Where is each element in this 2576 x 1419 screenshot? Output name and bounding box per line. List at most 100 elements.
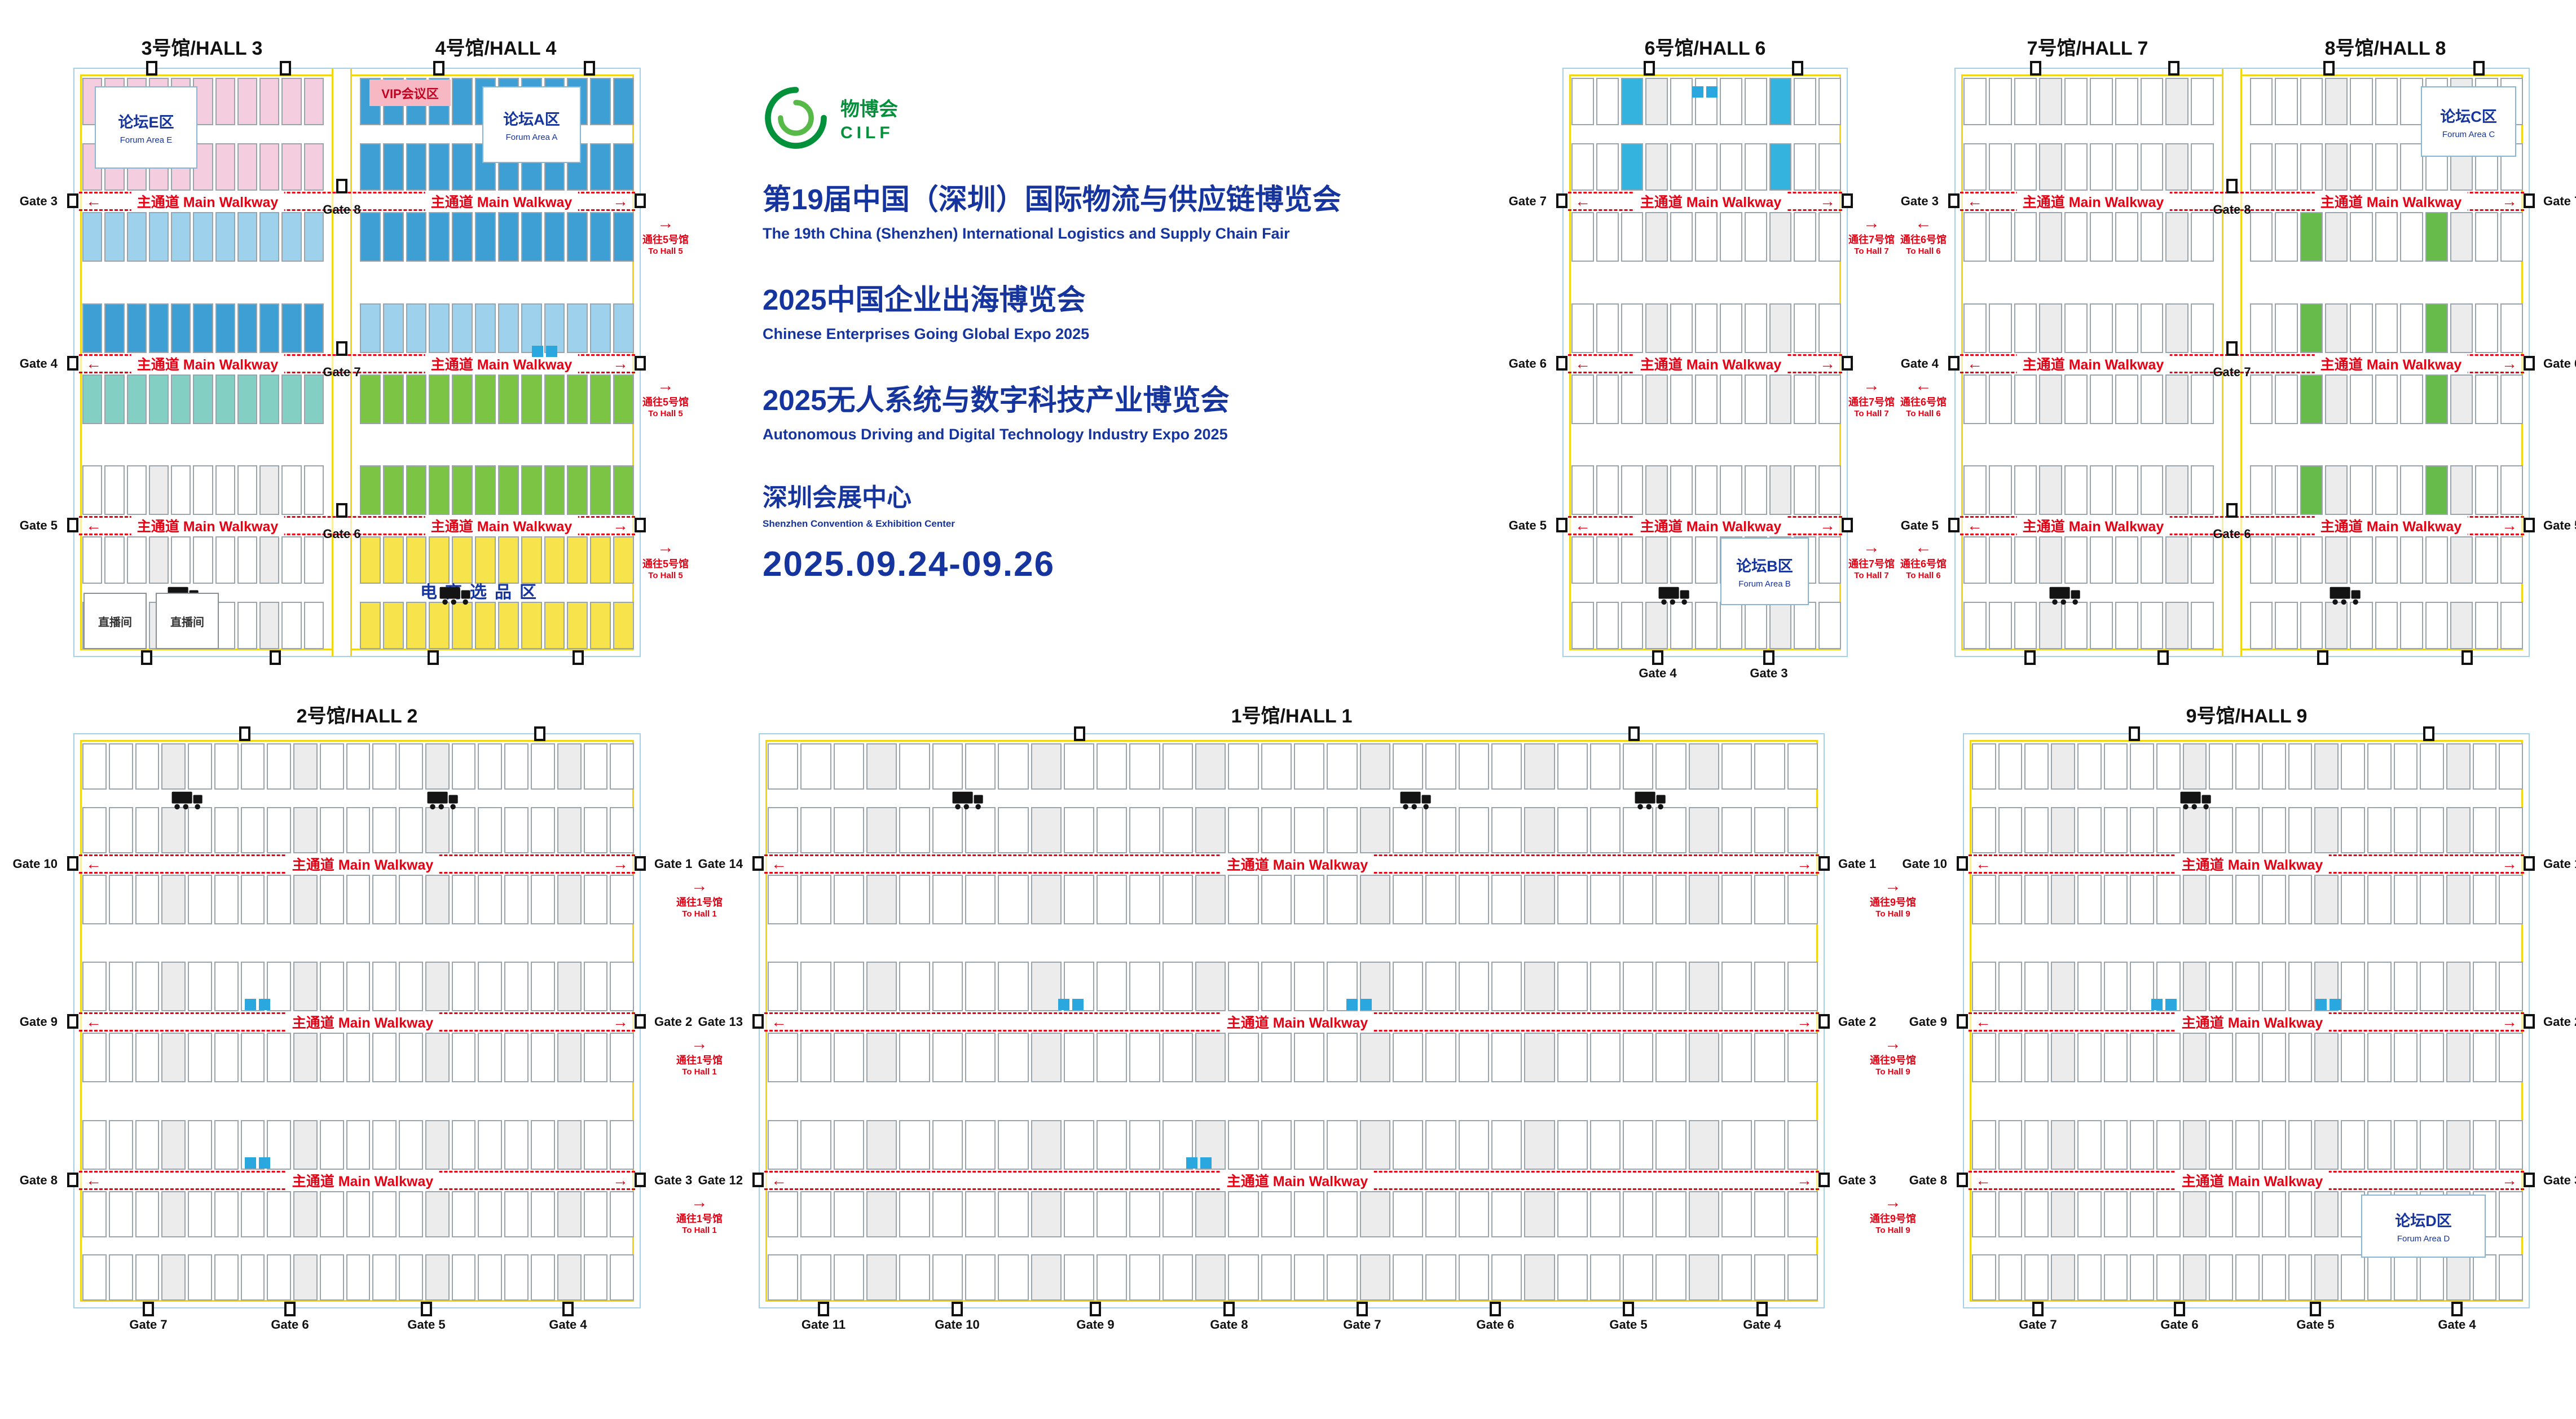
- booth: [1195, 875, 1226, 924]
- walkway-arrow-right-icon: →: [613, 855, 628, 872]
- booth: [1596, 303, 1619, 353]
- booth: [2024, 1254, 2049, 1301]
- gate-door-icon: [1842, 518, 1853, 532]
- walkway-arrow-left-icon: ←: [771, 855, 787, 872]
- booth: [214, 1033, 239, 1082]
- h3-title: 3号馆/HALL 3: [141, 38, 263, 59]
- gate-door-icon: [2168, 61, 2179, 76]
- booth: [1063, 1120, 1095, 1170]
- booth: [590, 465, 611, 515]
- booth: [1359, 1254, 1390, 1301]
- booth: [1327, 743, 1358, 790]
- booth: [1744, 143, 1767, 191]
- booth: [1754, 743, 1785, 790]
- walkway-arrow-left-icon: ←: [86, 517, 102, 534]
- booth-row: [360, 303, 634, 353]
- gate-door-icon: [2310, 1302, 2321, 1316]
- booth: [1998, 1191, 2023, 1237]
- booth: [429, 602, 450, 649]
- booth: [2024, 743, 2049, 790]
- booth: [135, 962, 160, 1011]
- forum-area-cn: 论坛A区: [503, 111, 560, 128]
- booth: [475, 303, 496, 353]
- booth: [1769, 602, 1792, 649]
- booth: [171, 536, 191, 584]
- booth: [2393, 1033, 2418, 1082]
- booth-row: [2250, 374, 2523, 424]
- booth: [425, 962, 450, 1011]
- booth: [1963, 536, 1987, 584]
- booth: [1754, 807, 1785, 853]
- booth: [382, 602, 404, 649]
- booth: [382, 374, 404, 424]
- connector-label-cn: 通往5号馆: [642, 396, 689, 408]
- booth: [2261, 1033, 2286, 1082]
- booth: [360, 143, 381, 191]
- live-stream-room: 直播间: [83, 593, 147, 649]
- booth: [451, 807, 476, 853]
- booth: [2165, 536, 2189, 584]
- booth: [2375, 374, 2398, 424]
- booth: [126, 303, 147, 353]
- connector-label-en: To Hall 6: [1906, 571, 1941, 580]
- booth: [215, 374, 235, 424]
- booth: [2077, 807, 2102, 853]
- booth: [2103, 743, 2128, 790]
- gate-label: Gate 4: [1639, 666, 1677, 680]
- booth: [1031, 962, 1062, 1011]
- booth: [1754, 875, 1785, 924]
- booth: [372, 875, 397, 924]
- booth: [1228, 875, 1259, 924]
- booth-row: [82, 465, 324, 515]
- booth: [451, 1254, 476, 1301]
- booth: [521, 602, 542, 649]
- booth: [1818, 143, 1841, 191]
- booth: [1721, 962, 1752, 1011]
- booth: [2275, 303, 2298, 353]
- booth: [965, 1120, 996, 1170]
- main-walkway-label: 主通道 Main Walkway: [2016, 191, 2170, 211]
- booth: [281, 303, 302, 353]
- booth: [1458, 1120, 1489, 1170]
- gate-door-icon: [2024, 650, 2036, 665]
- booth: [2288, 1254, 2313, 1301]
- booth: [1327, 1120, 1358, 1170]
- main-walkway: ←→主通道 Main Walkway: [1969, 1170, 2524, 1191]
- booth: [2275, 602, 2298, 649]
- connector-label-en: To Hall 9: [1875, 1067, 1910, 1077]
- booth: [833, 1120, 864, 1170]
- booth: [475, 374, 496, 424]
- booth: [188, 1033, 212, 1082]
- booth: [452, 465, 473, 515]
- booth: [1818, 303, 1841, 353]
- booth: [215, 212, 235, 262]
- gate-label: Gate 1: [2543, 857, 2576, 871]
- booth: [104, 374, 125, 424]
- event-title-1: 第19届中国（深圳）国际物流与供应链博览会 The 19th China (Sh…: [763, 176, 1513, 243]
- booth: [1719, 602, 1742, 649]
- booth: [1458, 1033, 1489, 1082]
- booth: [1670, 303, 1693, 353]
- booth: [531, 875, 555, 924]
- main-walkway-label: 主通道 Main Walkway: [2016, 354, 2170, 374]
- booth: [2400, 143, 2423, 191]
- booth: [429, 212, 450, 262]
- booth: [2446, 875, 2471, 924]
- booth: [768, 962, 799, 1011]
- booth: [610, 1191, 635, 1237]
- booth: [998, 743, 1029, 790]
- gate-door-icon: [2226, 341, 2238, 356]
- booth: [188, 1254, 212, 1301]
- walkway-arrow-left-icon: ←: [1967, 192, 1983, 210]
- booth: [2375, 212, 2398, 262]
- gate-door-icon: [573, 650, 584, 665]
- booth: [2375, 303, 2398, 353]
- booth: [1589, 1120, 1621, 1170]
- gate-door-icon: [1763, 650, 1774, 665]
- booth: [2325, 536, 2348, 584]
- gate-label: Gate 5: [2296, 1317, 2335, 1332]
